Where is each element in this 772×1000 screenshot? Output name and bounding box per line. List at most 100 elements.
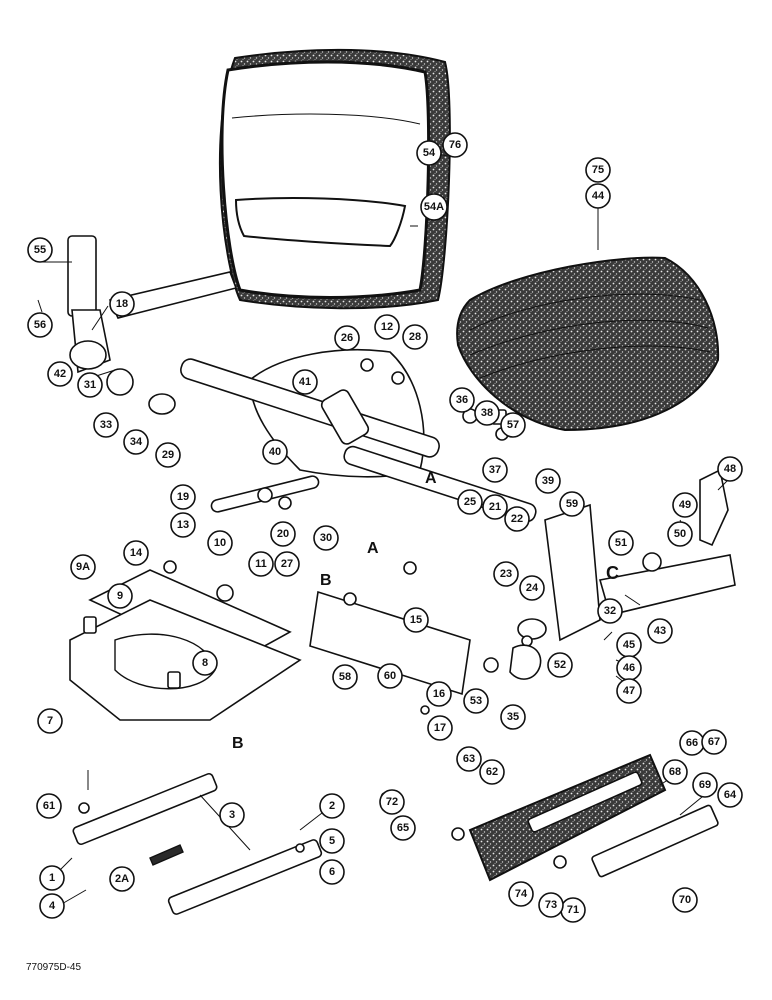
callout-40: 40 <box>262 439 288 465</box>
callout-66: 66 <box>679 730 705 756</box>
svg-text:25: 25 <box>464 496 476 508</box>
callout-71: 71 <box>560 897 586 923</box>
callout-23: 23 <box>493 561 519 587</box>
svg-text:17: 17 <box>434 722 446 734</box>
callout-4: 4 <box>39 893 65 919</box>
svg-text:57: 57 <box>507 419 519 431</box>
svg-text:29: 29 <box>162 449 174 461</box>
callout-58: 58 <box>332 664 358 690</box>
svg-text:3: 3 <box>229 809 235 821</box>
callout-16: 16 <box>426 681 452 707</box>
svg-text:50: 50 <box>674 528 686 540</box>
svg-text:18: 18 <box>116 298 128 310</box>
svg-text:73: 73 <box>545 899 557 911</box>
svg-text:53: 53 <box>470 695 482 707</box>
callout-6: 6 <box>319 859 345 885</box>
svg-text:1: 1 <box>49 872 55 884</box>
seat-cushion <box>456 256 720 432</box>
callout-8: 8 <box>192 650 218 676</box>
svg-text:39: 39 <box>542 475 554 487</box>
callout-9: 9 <box>107 583 133 609</box>
svg-text:64: 64 <box>724 789 737 801</box>
svg-text:46: 46 <box>623 662 635 674</box>
callout-24: 24 <box>519 575 545 601</box>
callout-3: 3 <box>219 802 245 828</box>
svg-text:36: 36 <box>456 394 468 406</box>
callout-5: 5 <box>319 828 345 854</box>
callout-59: 59 <box>559 491 585 517</box>
svg-text:55: 55 <box>34 244 46 256</box>
callout-53: 53 <box>463 688 489 714</box>
callout-65: 65 <box>390 815 416 841</box>
callout-42: 42 <box>47 361 73 387</box>
callout-73: 73 <box>538 892 564 918</box>
callout-51: 51 <box>608 530 634 556</box>
callout-38: 38 <box>474 400 500 426</box>
callout-26: 26 <box>334 325 360 351</box>
svg-text:63: 63 <box>463 753 475 765</box>
svg-text:34: 34 <box>130 436 143 448</box>
ref-letter-a-upper: A <box>425 470 437 487</box>
ref-letter-b-upper: B <box>320 572 332 589</box>
callout-22: 22 <box>504 506 530 532</box>
svg-text:6: 6 <box>329 866 335 878</box>
svg-text:67: 67 <box>708 736 720 748</box>
callout-21: 21 <box>482 494 508 520</box>
seat-back <box>218 48 451 310</box>
callout-15: 15 <box>403 607 429 633</box>
svg-text:60: 60 <box>384 670 396 682</box>
svg-text:9A: 9A <box>76 561 90 573</box>
callout-43: 43 <box>647 618 673 644</box>
svg-text:45: 45 <box>623 639 635 651</box>
callout-41: 41 <box>292 369 318 395</box>
svg-text:24: 24 <box>526 582 539 594</box>
callout-46: 46 <box>616 655 642 681</box>
callout-45: 45 <box>616 632 642 658</box>
callout-27: 27 <box>274 551 300 577</box>
svg-text:21: 21 <box>489 501 501 513</box>
callout-18: 18 <box>109 291 135 317</box>
svg-text:15: 15 <box>410 614 422 626</box>
svg-text:69: 69 <box>699 779 711 791</box>
callout-54a: 54A <box>420 193 448 221</box>
svg-text:65: 65 <box>397 822 409 834</box>
svg-text:9: 9 <box>117 590 123 602</box>
svg-text:33: 33 <box>100 419 112 431</box>
svg-text:7: 7 <box>47 715 53 727</box>
callout-64: 64 <box>717 782 743 808</box>
svg-text:38: 38 <box>481 407 493 419</box>
callout-12: 12 <box>374 314 400 340</box>
callout-52: 52 <box>547 652 573 678</box>
svg-text:56: 56 <box>34 319 46 331</box>
callout-28: 28 <box>402 324 428 350</box>
svg-text:72: 72 <box>386 796 398 808</box>
slide-assembly <box>69 569 471 721</box>
callout-70: 70 <box>672 887 698 913</box>
svg-text:10: 10 <box>214 537 226 549</box>
callout-69: 69 <box>692 772 718 798</box>
svg-text:2A: 2A <box>115 873 129 885</box>
callout-2a: 2A <box>109 866 135 892</box>
callout-7: 7 <box>37 708 63 734</box>
callout-56: 56 <box>27 312 53 338</box>
svg-text:41: 41 <box>299 376 311 388</box>
callout-68: 68 <box>662 759 688 785</box>
svg-text:12: 12 <box>381 321 393 333</box>
callout-76: 76 <box>442 132 468 158</box>
svg-text:58: 58 <box>339 671 351 683</box>
ref-letter-b-lower: B <box>232 735 244 752</box>
callout-30: 30 <box>313 525 339 551</box>
callout-13: 13 <box>170 512 196 538</box>
callout-36: 36 <box>449 387 475 413</box>
svg-text:23: 23 <box>500 568 512 580</box>
callout-44: 44 <box>585 183 611 209</box>
svg-text:14: 14 <box>130 547 143 559</box>
svg-text:68: 68 <box>669 766 681 778</box>
svg-text:59: 59 <box>566 498 578 510</box>
svg-text:71: 71 <box>567 904 579 916</box>
svg-text:11: 11 <box>255 558 267 570</box>
svg-text:62: 62 <box>486 766 498 778</box>
svg-text:51: 51 <box>615 537 627 549</box>
callout-48: 48 <box>717 456 743 482</box>
